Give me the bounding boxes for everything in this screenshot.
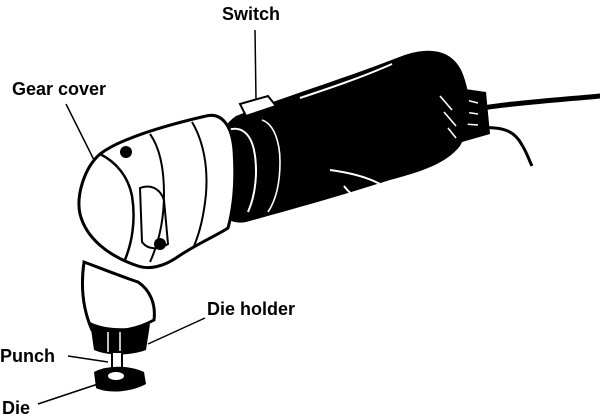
leader-switch bbox=[254, 29, 257, 101]
label-gear-cover: Gear cover bbox=[12, 79, 107, 99]
leader-die bbox=[37, 383, 99, 405]
leader-lines bbox=[37, 29, 257, 405]
label-switch: Switch bbox=[222, 4, 281, 24]
label-die: Die bbox=[2, 398, 31, 418]
motor-housing bbox=[211, 50, 470, 223]
power-cord bbox=[458, 88, 600, 167]
leader-gear-cover bbox=[65, 103, 95, 161]
leader-die-holder bbox=[147, 317, 206, 345]
label-die-holder: Die holder bbox=[207, 299, 296, 319]
gear-head bbox=[77, 113, 237, 270]
leader-punch bbox=[67, 355, 109, 363]
label-punch: Punch bbox=[0, 346, 56, 366]
switch-slider bbox=[238, 94, 278, 118]
die-holder-body bbox=[80, 259, 156, 355]
punch-and-die bbox=[94, 351, 146, 392]
